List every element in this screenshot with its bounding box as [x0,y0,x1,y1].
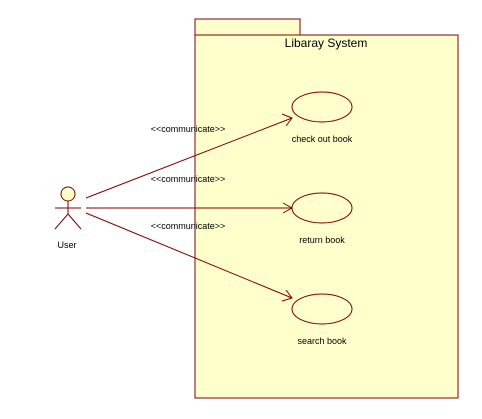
use-case-label: search book [297,336,347,346]
actor-user[interactable]: User [54,186,82,250]
stereotype-label: <<communicate>> [151,124,226,134]
stick-figure-actor-icon [54,186,82,230]
use-case-ellipse [291,293,353,325]
use-case-return-book[interactable]: return book [291,192,353,245]
system-title: Libaray System [285,36,368,50]
stereotype-label: <<communicate>> [151,221,226,231]
use-case-ellipse [291,192,353,224]
use-case-check-out-book[interactable]: check out book [291,91,353,144]
use-case-search-book[interactable]: search book [291,293,353,346]
actor-name: User [57,240,76,250]
use-case-label: check out book [292,134,353,144]
system-boundary-tab [194,18,301,36]
association-check-out[interactable] [85,113,293,199]
use-case-label: return book [299,235,345,245]
use-case-ellipse [291,91,353,123]
association-search[interactable] [85,212,293,302]
stereotype-label: <<communicate>> [151,174,226,184]
